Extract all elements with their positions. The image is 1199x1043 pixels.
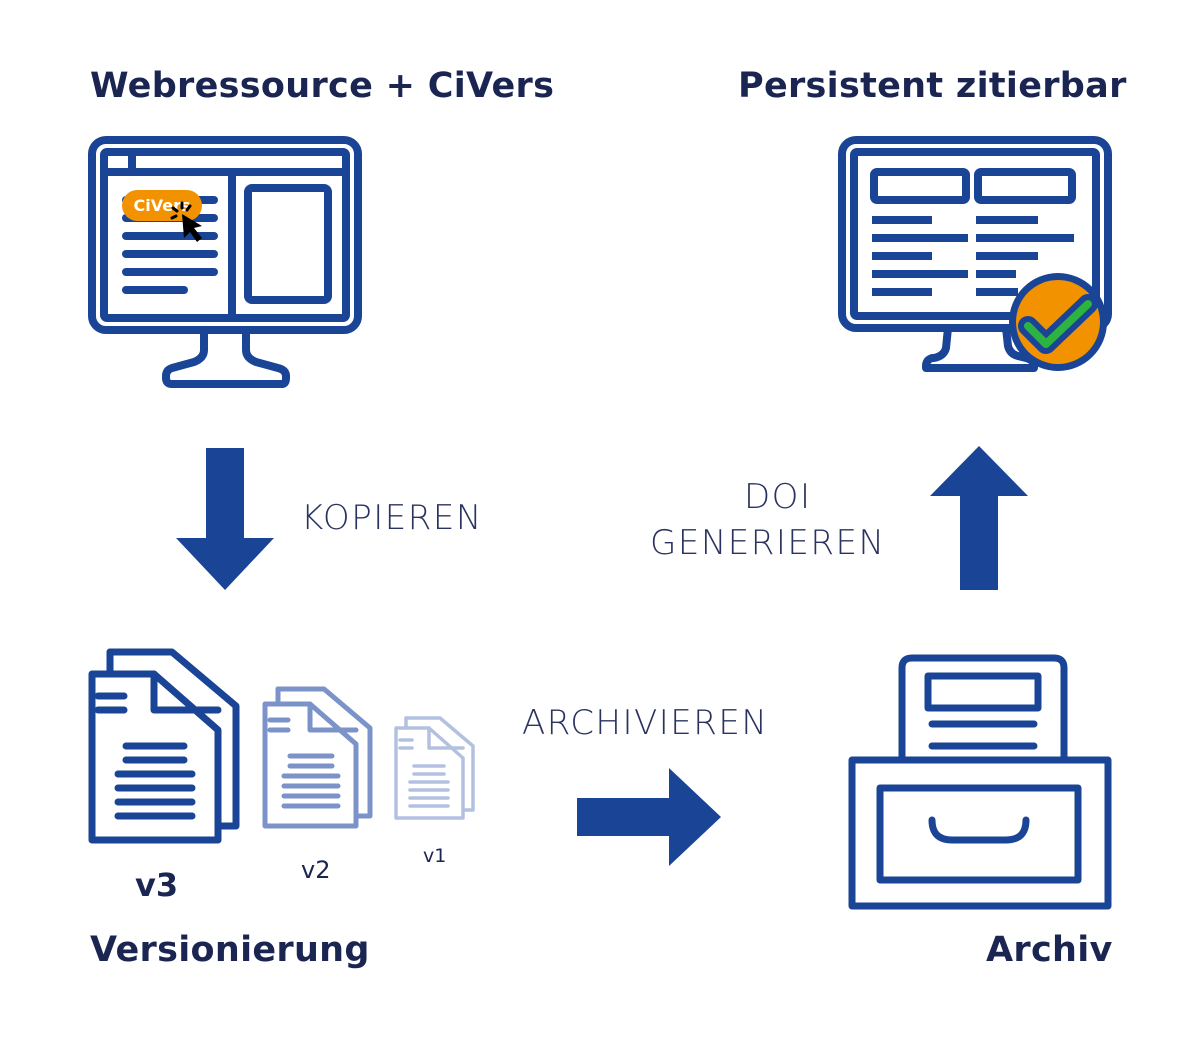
step-doi-label-line2: GENERIEREN — [650, 523, 886, 563]
step-copy-label: KOPIEREN — [301, 498, 483, 538]
document-stack-icon — [262, 686, 373, 829]
version-label-v3: v3 — [135, 866, 179, 904]
arrow-up-icon — [930, 446, 1028, 590]
arrow-down-icon — [176, 448, 274, 590]
version-label-v1: v1 — [423, 845, 447, 867]
arrow-right-icon — [577, 768, 721, 866]
mouse-cursor-icon — [170, 201, 202, 242]
title-webresource: Webressource + CiVers — [90, 66, 555, 106]
archive-drawer-icon — [848, 654, 1112, 910]
step-archive-label: ARCHIVIEREN — [522, 703, 769, 743]
title-persistent: Persistent zitierbar — [738, 66, 1127, 106]
step-doi-label-line1: DOI — [744, 477, 812, 517]
title-versioning: Versionierung — [90, 930, 370, 970]
monitor-with-browser-icon — [88, 136, 362, 388]
check-badge-icon — [1009, 273, 1107, 371]
document-stack-icon — [394, 716, 475, 820]
version-label-v2: v2 — [301, 856, 331, 884]
monitor-with-table-icon — [838, 136, 1112, 372]
title-archive: Archiv — [986, 930, 1113, 970]
document-stack-icon — [88, 648, 240, 844]
